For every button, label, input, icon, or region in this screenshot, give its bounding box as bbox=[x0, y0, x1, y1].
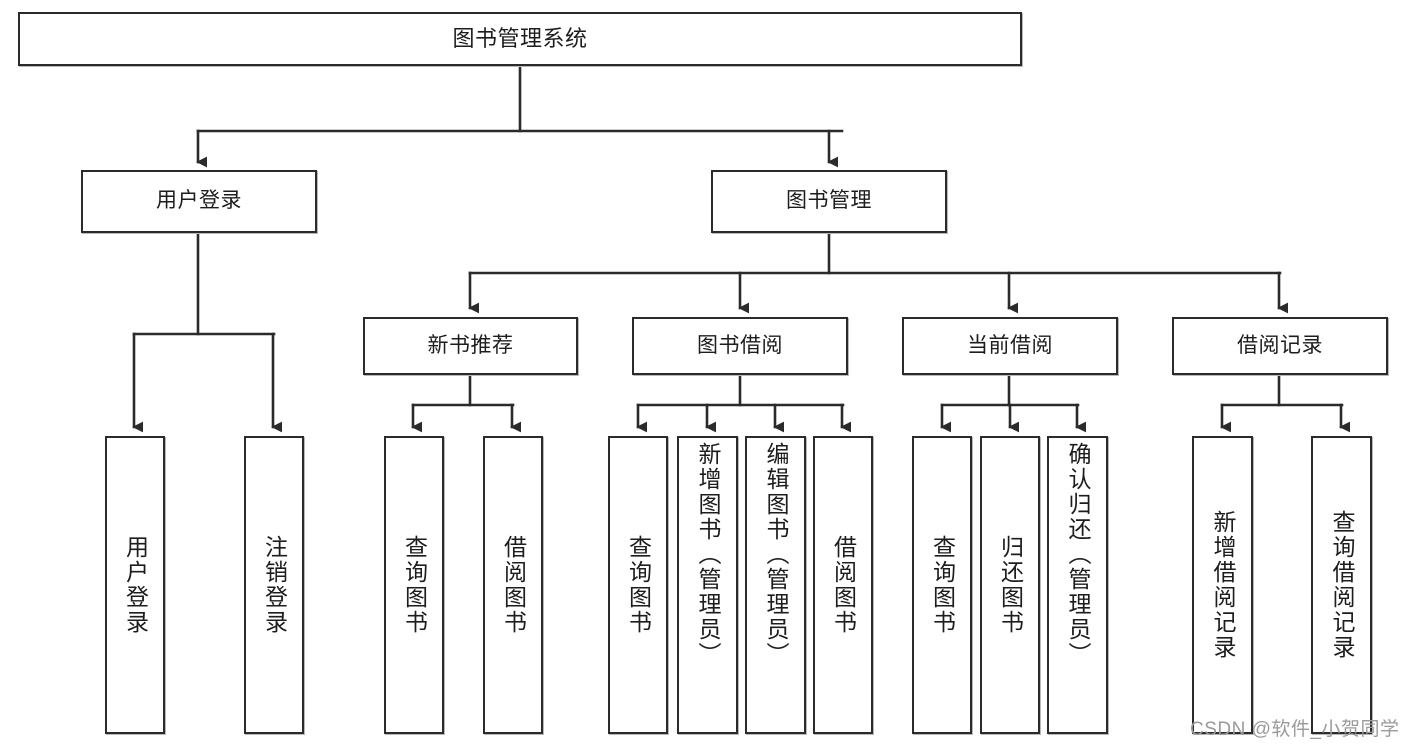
leaf-query-borrow-record[interactable]: 查询借阅记录 bbox=[1311, 436, 1372, 734]
node-label: 图书管理系统 bbox=[452, 26, 588, 52]
node-label: 图书借阅 bbox=[697, 333, 783, 357]
node-label: 新增图书（管理员） bbox=[695, 442, 721, 667]
node-label: 查询借阅记录 bbox=[1329, 510, 1355, 660]
node-label: 编辑图书（管理员） bbox=[763, 442, 789, 667]
leaf-query-book-current[interactable]: 查询图书 bbox=[912, 436, 972, 734]
node-book-borrow[interactable]: 图书借阅 bbox=[632, 317, 848, 375]
node-label: 借阅图书 bbox=[830, 535, 857, 635]
leaf-add-book-admin[interactable]: 新增图书（管理员） bbox=[677, 436, 738, 734]
leaf-user-logout[interactable]: 注销登录 bbox=[244, 436, 304, 734]
node-label: 新增借阅记录 bbox=[1210, 510, 1236, 660]
leaf-borrow-book-new[interactable]: 借阅图书 bbox=[483, 436, 543, 734]
leaf-borrow-book[interactable]: 借阅图书 bbox=[813, 436, 873, 734]
node-book-management[interactable]: 图书管理 bbox=[711, 170, 947, 233]
leaf-edit-book-admin[interactable]: 编辑图书（管理员） bbox=[745, 436, 806, 734]
leaf-query-book-borrow[interactable]: 查询图书 bbox=[608, 436, 668, 734]
node-new-book-recommend[interactable]: 新书推荐 bbox=[363, 317, 578, 375]
node-label: 查询图书 bbox=[401, 535, 428, 635]
leaf-confirm-return-admin[interactable]: 确认归还（管理员） bbox=[1047, 436, 1108, 734]
node-user-login[interactable]: 用户登录 bbox=[81, 170, 317, 233]
leaf-user-login[interactable]: 用户登录 bbox=[105, 436, 165, 734]
node-label: 查询图书 bbox=[929, 535, 956, 635]
node-borrow-record[interactable]: 借阅记录 bbox=[1172, 317, 1388, 375]
node-root-system[interactable]: 图书管理系统 bbox=[18, 12, 1022, 66]
node-label: 图书管理 bbox=[786, 189, 872, 213]
leaf-return-book[interactable]: 归还图书 bbox=[980, 436, 1040, 734]
node-label: 用户登录 bbox=[122, 535, 149, 635]
leaf-add-borrow-record[interactable]: 新增借阅记录 bbox=[1192, 436, 1253, 734]
node-label: 新书推荐 bbox=[427, 333, 514, 357]
node-label: 确认归还（管理员） bbox=[1065, 442, 1091, 667]
leaf-query-book-new[interactable]: 查询图书 bbox=[384, 436, 444, 734]
node-label: 借阅图书 bbox=[500, 535, 527, 635]
node-label: 借阅记录 bbox=[1237, 333, 1323, 357]
node-current-borrow[interactable]: 当前借阅 bbox=[902, 317, 1118, 375]
node-label: 归还图书 bbox=[997, 535, 1024, 635]
node-label: 注销登录 bbox=[261, 535, 288, 635]
node-label: 查询图书 bbox=[625, 535, 652, 635]
csdn-watermark: CSDN @软件_小贺同学 bbox=[1190, 719, 1400, 740]
node-label: 当前借阅 bbox=[967, 333, 1053, 357]
node-label: 用户登录 bbox=[156, 189, 242, 213]
